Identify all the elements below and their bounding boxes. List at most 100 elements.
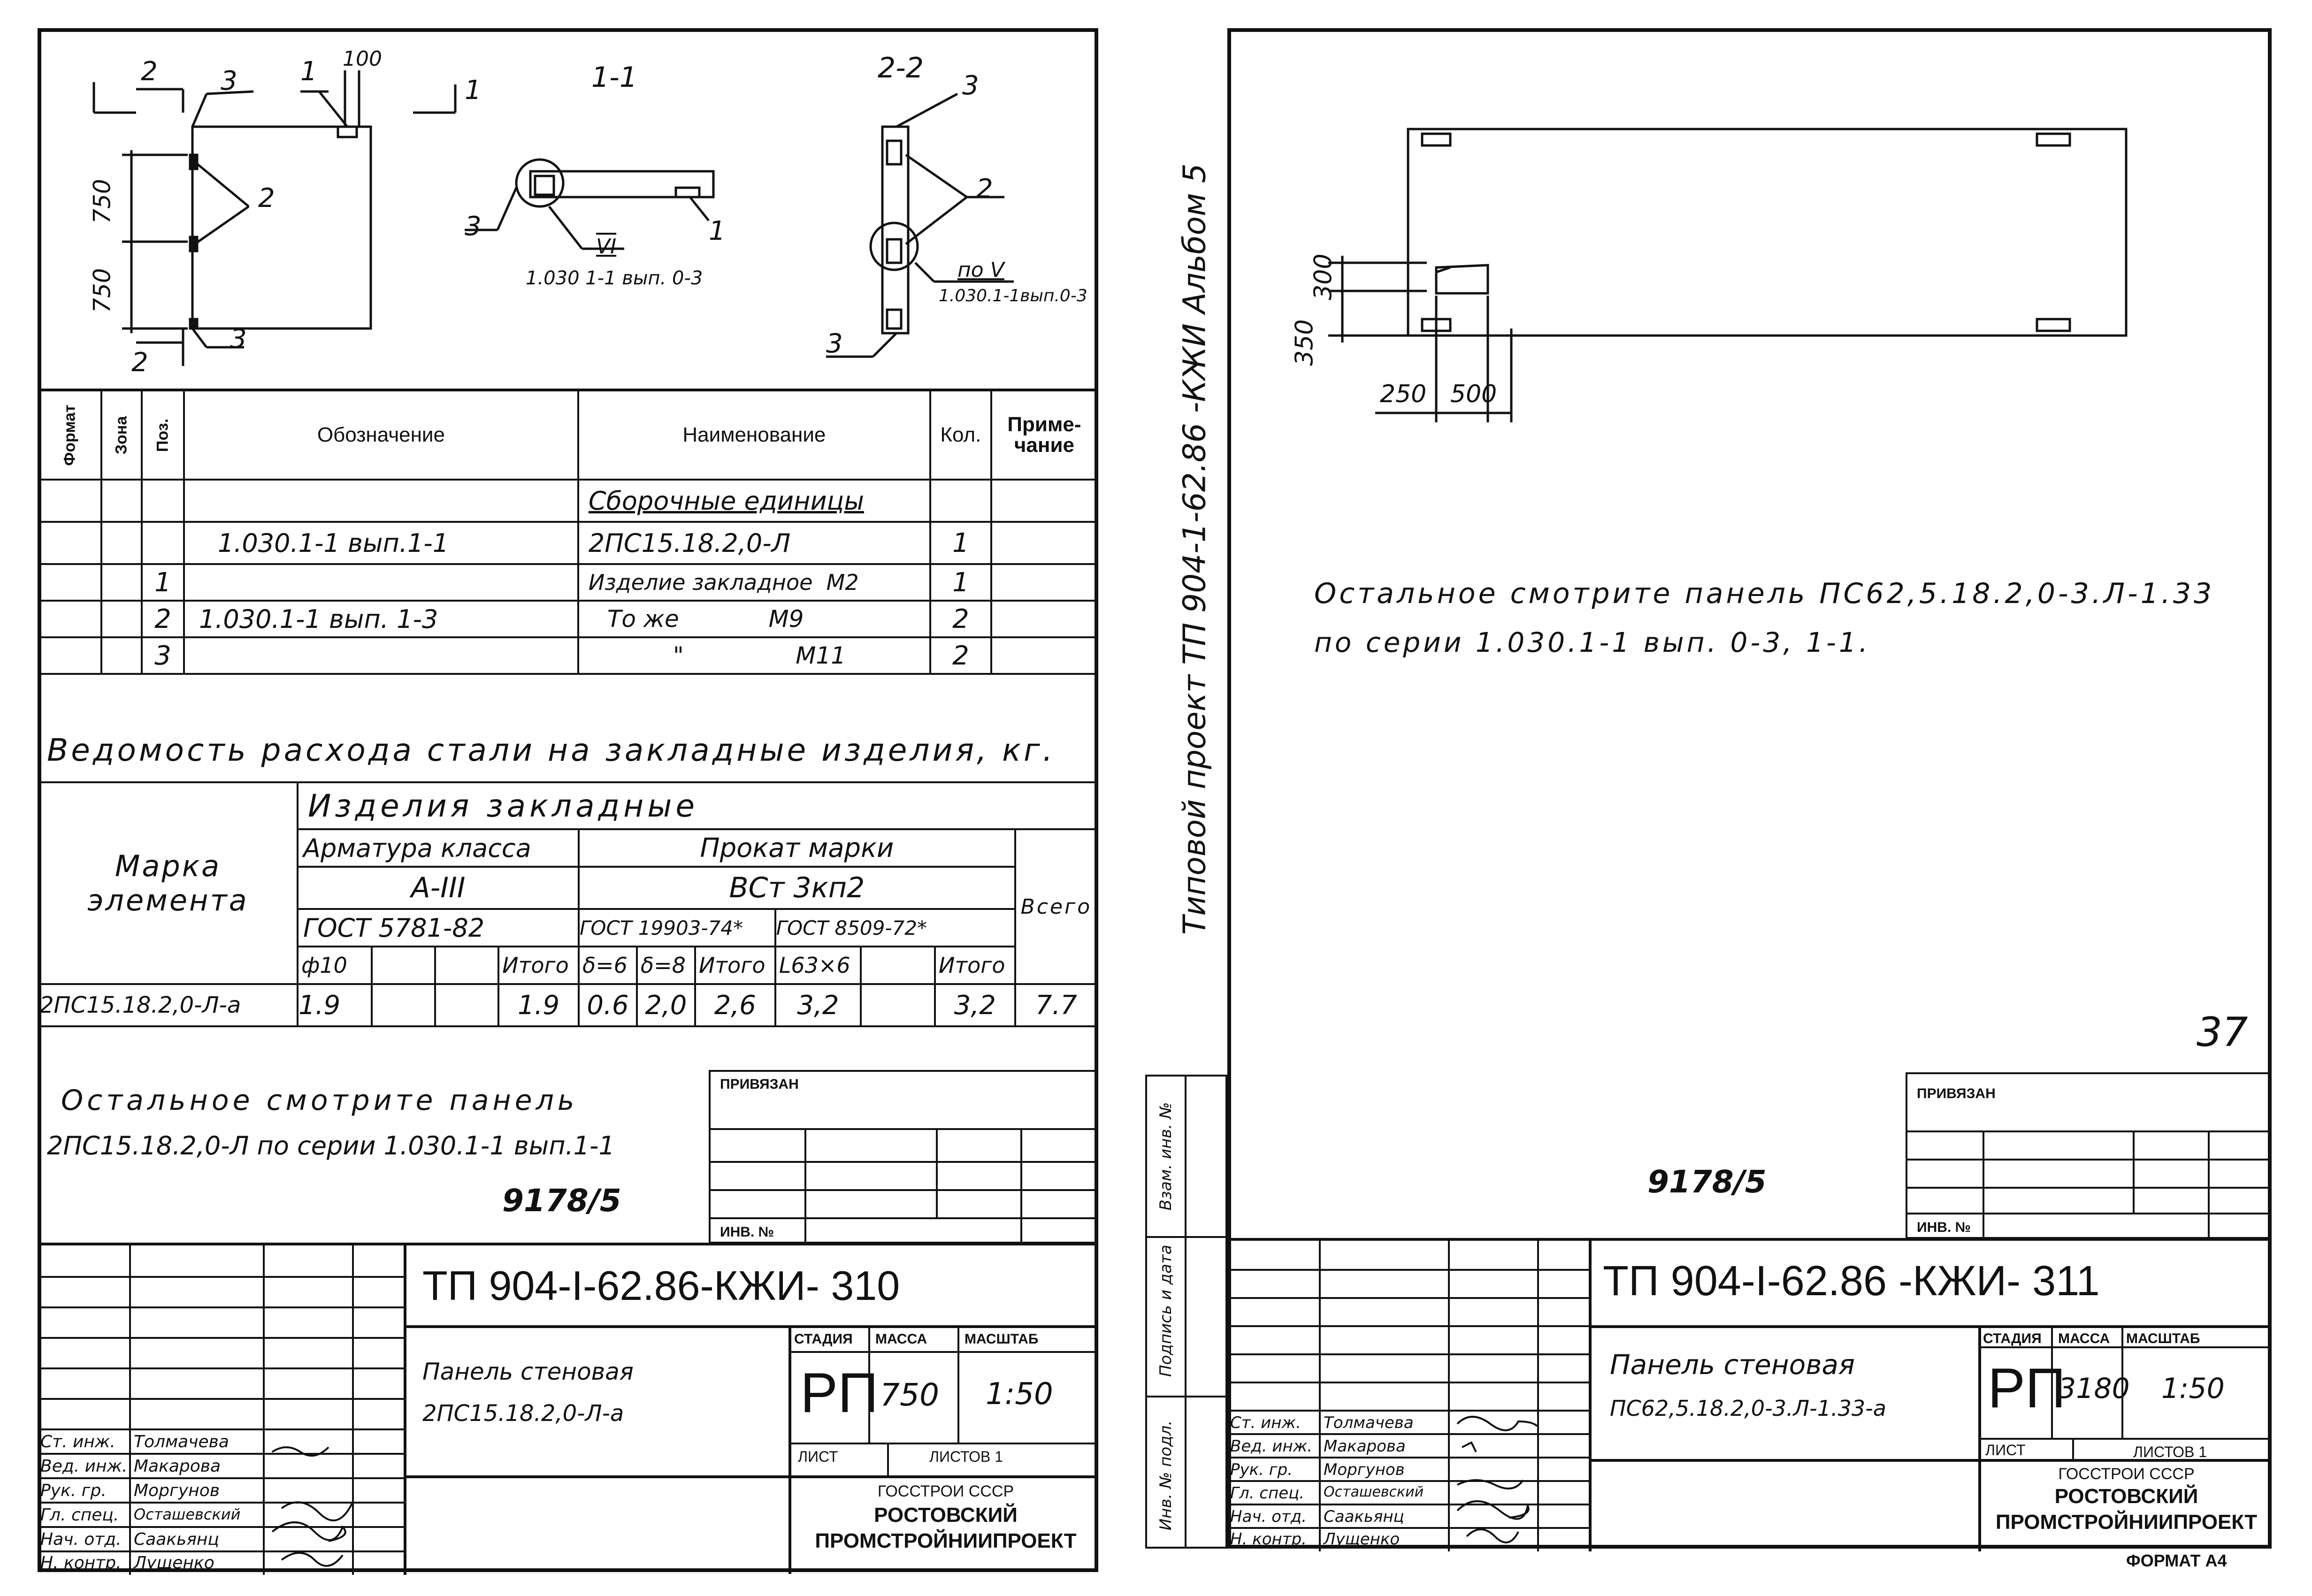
mark-2a: 2 [141, 56, 158, 87]
left-staff-role-1: Вед. инж. [40, 1457, 128, 1476]
steel-table: Марка элемента Изделия закладные Арматур… [37, 781, 1099, 1027]
left-sheets-label: ЛИСТОВ 1 [929, 1448, 1003, 1465]
right-staff-role-1: Вед. инж. [1230, 1437, 1313, 1456]
left-staff-role-4: Нач. отд. [40, 1530, 122, 1549]
dim-300: 300 [1309, 253, 1338, 300]
rolled-header: Прокат марки [578, 828, 1016, 868]
right-scale: 1:50 [2161, 1372, 2225, 1405]
dim-750-top: 750 [88, 179, 116, 224]
mark-3c: 3 [465, 211, 482, 242]
right-note-line-2: по серии 1.030.1-1 вып. 0-3, 1-1. [1314, 626, 1871, 658]
armature-class: А-III [297, 866, 580, 910]
table-row: 1.030.1-1 вып.1-1 2ПС15.18.2,0-Л 1 [37, 521, 1099, 565]
side-label-inv-original: Инв. № подл. [1156, 1420, 1175, 1531]
right-sheet [1227, 28, 2272, 1549]
left-doc-number: 9178/5 [502, 1183, 621, 1219]
rolled-grade: ВСт 3кп2 [578, 866, 1016, 910]
left-staff-name-2: Моргунов [134, 1481, 220, 1500]
armature-header: Арматура класса [297, 828, 580, 868]
right-title-block: ТП 904-I-62.86 -КЖИ- 311 Панель стеновая… [1227, 1238, 2272, 1551]
right-mass-header: МАССА [2058, 1331, 2110, 1346]
left-org-2: РОСТОВСКИЙ [874, 1504, 1018, 1527]
right-stage-header: СТАДИЯ [1983, 1331, 2042, 1346]
right-staff-role-2: Рук. гр. [1230, 1460, 1293, 1479]
spec-header-name: Наименование [577, 389, 931, 481]
steel-statement-title: Ведомость расхода стали на закладные изд… [47, 732, 1056, 768]
steel-row-total: 7.7 [1014, 983, 1099, 1027]
left-inv-label: ИНВ. № [720, 1224, 774, 1240]
rolled-gost-2: ГОСТ 8509-72* [774, 908, 1016, 947]
right-scale-header: МАСШТАБ [2126, 1331, 2200, 1346]
left-org-1: ГОССТРОИ СССР [877, 1482, 1014, 1500]
right-signatures [1456, 1416, 1538, 1543]
spec-header-note: Приме- чание [990, 389, 1099, 481]
right-title-name-2: ПС62,5.18.2,0-3.Л-1.33-а [1610, 1396, 1886, 1421]
right-mass: 3180 [2058, 1372, 2130, 1405]
right-note-line-1: Остальное смотрите панель ПС62,5.18.2,0-… [1314, 577, 2215, 610]
table-row: 3 " М11 2 [37, 636, 1099, 675]
left-privyazan-label: ПРИВЯЗАН [720, 1077, 799, 1092]
right-inv-label: ИНВ. № [1917, 1220, 1971, 1235]
node-v: по V [957, 258, 1004, 282]
mark-1b: 1 [465, 75, 482, 106]
spec-table: Формат Зона Поз. Обозначение Наименовани… [37, 389, 1099, 675]
left-org-3: ПРОМСТРОЙНИИПРОЕКТ [815, 1529, 1077, 1552]
mark-1c: 1 [709, 216, 726, 246]
right-staff-role-0: Ст. инж. [1230, 1413, 1301, 1432]
section-2-2-title: 2-2 [878, 52, 924, 84]
left-title-name-2: 2ПС15.18.2,0-Л-а [422, 1400, 624, 1427]
left-staff-role-2: Рук. гр. [40, 1481, 107, 1500]
right-side-strip: Взам. инв. № Подпись и дата Инв. № подл. [1145, 1075, 1227, 1549]
right-org-2: РОСТОВСКИЙ [2054, 1485, 2198, 1508]
side-label-replaced-inv: Взам. инв. № [1156, 1102, 1175, 1211]
left-stage: РП [800, 1361, 879, 1424]
mark-1a: 1 [300, 56, 317, 87]
right-stage: РП [1988, 1357, 2066, 1420]
node-v-reference: 1.030.1-1вып.0-3 [939, 286, 1087, 305]
mark-3e: 3 [826, 328, 843, 359]
mark-2c: 2 [976, 174, 993, 204]
table-row: 2ПС15.18.2,0-Л-а 1.9 1.9 0.6 2,0 2,6 3,2… [37, 983, 1099, 1027]
left-sheet-label: ЛИСТ [798, 1448, 838, 1465]
dim-350: 350 [1290, 319, 1319, 366]
left-note-line-1: Остальное смотрите панель [61, 1084, 578, 1117]
steel-row-mark: 2ПС15.18.2,0-Л-а [37, 983, 299, 1027]
dim-250: 250 [1380, 380, 1427, 408]
table-row: 1 Изделие закладное М2 1 [37, 563, 1099, 602]
left-stage-header: СТАДИЯ [794, 1331, 853, 1347]
left-signatures [271, 1446, 353, 1567]
mark-2b: 2 [258, 183, 275, 214]
left-staff-role-0: Ст. инж. [40, 1432, 115, 1451]
right-staff-role-4: Нач. отд. [1230, 1507, 1307, 1526]
left-scale: 1:50 [986, 1377, 1053, 1412]
right-staff-name-4: Саакьянц [1324, 1507, 1404, 1526]
right-title-name-1: Панель стеновая [1610, 1349, 1855, 1381]
right-org-3: ПРОМСТРОЙНИИПРОЕКТ [1995, 1511, 2258, 1534]
left-staff-name-3: Осташевский [134, 1505, 241, 1523]
right-privyazan-box: ПРИВЯЗАН ИНВ. № [1906, 1072, 2272, 1241]
spec-header-designation: Обозначение [183, 389, 579, 481]
spec-header-format: Формат [61, 404, 79, 466]
table-row: Сборочные единицы [37, 479, 1099, 523]
mark-3b: 3 [962, 70, 979, 101]
left-staff-name-4: Саакьянц [134, 1530, 219, 1549]
right-page-number: 37 [2197, 1009, 2248, 1056]
left-divider-spec [38, 389, 1098, 391]
left-staff-name-0: Толмачева [134, 1432, 229, 1451]
format-label: ФОРМАТ А4 [2126, 1551, 2227, 1570]
mark-3a: 3 [221, 66, 237, 96]
right-sheet-label: ЛИСТ [1985, 1442, 2026, 1459]
right-staff-name-3: Осташевский [1324, 1484, 1424, 1500]
left-staff-name-5: Лущенко [134, 1553, 214, 1573]
armature-gost: ГОСТ 5781-82 [297, 908, 580, 947]
left-mass: 750 [880, 1377, 939, 1413]
spec-header-pos: Поз. [153, 418, 172, 452]
right-staff-name-5: Лущенко [1324, 1530, 1400, 1549]
spec-header-zone: Зона [112, 416, 130, 454]
node-vi: VI [596, 235, 617, 259]
left-title-block: ТП 904-I-62.86-КЖИ- 310 Панель стеновая … [38, 1243, 1098, 1575]
right-staff-name-2: Моргунов [1324, 1460, 1405, 1479]
left-note-line-2: 2ПС15.18.2,0-Л по серии 1.030.1-1 вып.1-… [47, 1131, 615, 1161]
left-mass-header: МАССА [875, 1331, 927, 1347]
left-scale-header: МАСШТАБ [965, 1331, 1039, 1347]
